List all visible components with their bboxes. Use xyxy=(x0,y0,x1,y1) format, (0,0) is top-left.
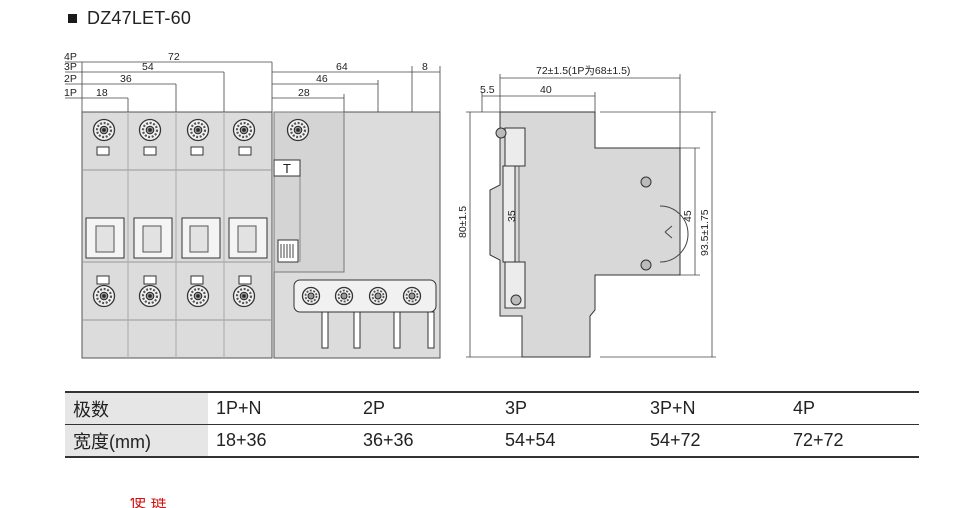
spec-table: 极数 1P+N 2P 3P 3P+N 4P 宽度(mm) 18+36 36+36… xyxy=(65,391,919,458)
front-view: T xyxy=(81,111,441,359)
pole-label-1p: 1P xyxy=(64,87,77,99)
table-cell: 1P+N xyxy=(208,391,355,425)
dim-18: 18 xyxy=(96,87,108,99)
side-dim-5-5: 5.5 xyxy=(480,84,495,96)
dim-54: 54 xyxy=(142,61,154,73)
dim-36: 36 xyxy=(120,73,132,85)
footer-fragment: 使 链 xyxy=(130,498,188,508)
footer-fragment-text: 使 链 xyxy=(130,498,167,508)
row-header-poles: 极数 xyxy=(65,391,208,425)
title-row: DZ47LET-60 xyxy=(68,8,191,28)
side-profile xyxy=(489,111,681,358)
table-cell: 3P+N xyxy=(642,391,785,425)
side-dim-35: 35 xyxy=(506,210,518,222)
pole-label-2p: 2P xyxy=(64,73,77,85)
pole-label-3p: 3P xyxy=(64,61,77,73)
table-cell: 4P xyxy=(785,391,919,425)
table-cell: 54+54 xyxy=(497,424,642,458)
front-dimensions xyxy=(65,61,441,112)
side-dim-height-93-5: 93.5±1.75 xyxy=(699,209,711,256)
dimension-drawing: T xyxy=(64,51,716,359)
table-row: 宽度(mm) 18+36 36+36 54+54 54+72 72+72 xyxy=(65,424,919,458)
dim-46: 46 xyxy=(316,73,328,85)
table-cell: 36+36 xyxy=(355,424,497,458)
side-dim-height-80: 80±1.5 xyxy=(457,206,469,238)
dim-64: 64 xyxy=(336,61,348,73)
dim-28: 28 xyxy=(298,87,310,99)
side-dim-45: 45 xyxy=(682,210,694,222)
side-dim-40: 40 xyxy=(540,84,552,96)
table-cell: 2P xyxy=(355,391,497,425)
table-cell: 54+72 xyxy=(642,424,785,458)
table-row: 极数 1P+N 2P 3P 3P+N 4P xyxy=(65,391,919,425)
product-title: DZ47LET-60 xyxy=(87,7,192,28)
table-cell: 72+72 xyxy=(785,424,919,458)
table-cell: 18+36 xyxy=(208,424,355,458)
bullet-square-icon xyxy=(68,13,77,23)
side-view xyxy=(489,111,689,358)
test-button-mark: T xyxy=(283,161,291,176)
side-dimensions xyxy=(466,74,716,358)
table-cell: 3P xyxy=(497,391,642,425)
dim-72: 72 xyxy=(168,51,180,63)
side-dim-width: 72±1.5(1P为68±1.5) xyxy=(536,65,630,77)
pole-label-4p: 4P xyxy=(64,51,77,63)
row-header-width: 宽度(mm) xyxy=(65,424,208,458)
dim-8: 8 xyxy=(422,61,428,73)
